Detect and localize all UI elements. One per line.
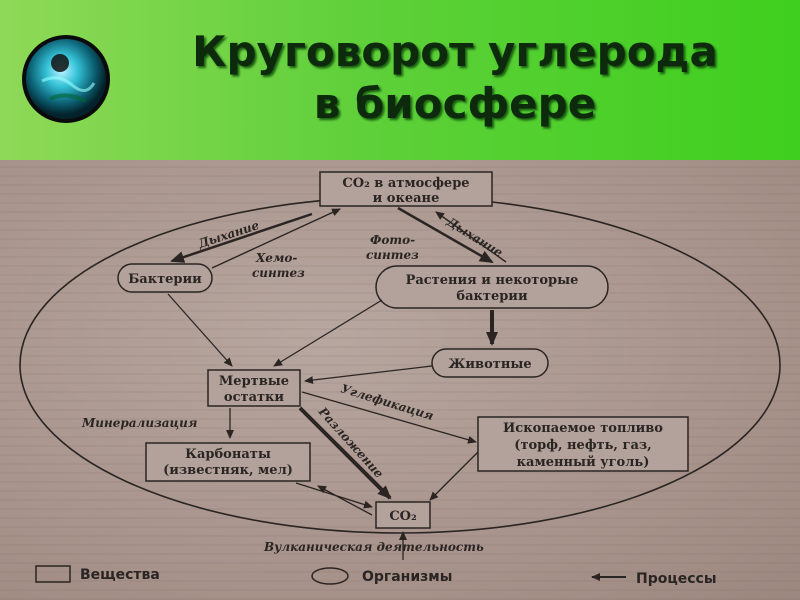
dead-remains-line-1: Мертвые: [219, 374, 289, 389]
legend-substances-label: Вещества: [80, 567, 160, 583]
dead-remains-line-2: остатки: [224, 390, 285, 405]
title-line-2: в биосфере: [313, 79, 597, 128]
plants-line-1: Растения и некоторые: [406, 273, 579, 288]
legend-organisms-swatch: [311, 567, 349, 585]
page-title: Круговорот углерода в биосфере: [150, 26, 760, 130]
label-decomposition: Разложение: [315, 404, 386, 481]
header-band: Круговорот углерода в биосфере: [0, 0, 800, 160]
node-carbonates: Карбонаты (известняк, мел): [145, 442, 311, 482]
arrow-photosynthesis: [397, 206, 494, 264]
globe-sphere-icon: [22, 35, 110, 123]
arrow-coalification: [301, 391, 477, 444]
arrow-fuel-to-co2: [429, 451, 479, 501]
plants-line-2: бактерии: [456, 289, 528, 304]
fossil-fuel-line-2: (торф, нефть, газ,: [514, 438, 651, 453]
bacteria-label: Бактерии: [128, 272, 202, 287]
node-bacteria: Бактерии: [117, 263, 213, 293]
node-fossil-fuel: Ископаемое топливо (торф, нефть, газ, ка…: [477, 416, 689, 472]
co2-atmosphere-line-2: и океане: [373, 191, 440, 206]
arrow-respiration-right: [435, 211, 507, 263]
title-line-1: Круговорот углерода: [192, 27, 718, 76]
carbonates-line-2: (известняк, мел): [163, 463, 293, 478]
co2-atmosphere-line-1: CO₂ в атмосфере: [342, 176, 469, 191]
arrow-co2-to-carbonates: [317, 485, 373, 516]
node-dead-remains: Мертвые остатки: [207, 369, 301, 407]
node-co2-bottom: CO₂: [375, 501, 431, 529]
node-plants: Растения и некоторые бактерии: [375, 265, 609, 309]
fossil-fuel-line-3: каменный уголь): [517, 455, 650, 470]
label-volcanic: Вулканическая деятельность: [263, 540, 484, 554]
fossil-fuel-line-1: Ископаемое топливо: [503, 421, 663, 436]
label-chemosynthesis-2: синтез: [252, 266, 305, 280]
label-photosynthesis-2: синтез: [366, 248, 419, 262]
carbonates-line-1: Карбонаты: [185, 447, 271, 462]
legend-substances-swatch: [35, 565, 71, 583]
arrow-decomposition: [298, 406, 392, 500]
label-photosynthesis-1: Фото-: [370, 233, 415, 247]
arrow-animals-to-dead: [304, 365, 433, 385]
label-mineralization: Минерализация: [81, 416, 197, 430]
co2-bottom-label: CO₂: [389, 509, 416, 524]
legend: Вещества Организмы Процессы: [35, 565, 717, 587]
label-chemosynthesis-1: Хемо-: [255, 251, 297, 265]
arrow-plants-to-dead: [273, 299, 383, 367]
arrow-respiration-left: [170, 212, 313, 263]
animals-label: Животные: [448, 357, 531, 372]
arrow-chemosynthesis: [211, 208, 341, 269]
legend-processes-label: Процессы: [636, 571, 717, 587]
node-animals: Животные: [431, 348, 549, 378]
legend-organisms-label: Организмы: [362, 569, 452, 585]
arrow-bacteria-to-dead: [167, 293, 233, 367]
node-co2-atmosphere: CO₂ в атмосфере и океане: [319, 171, 493, 207]
